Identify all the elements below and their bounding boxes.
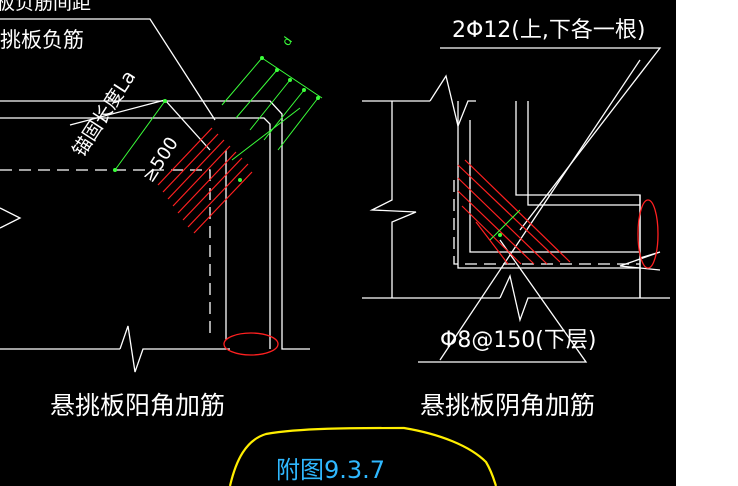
caption-right-detail: 悬挑板阴角加筋 (420, 391, 596, 420)
left-dashed-boundary (0, 169, 211, 340)
left-leader-line (0, 18, 216, 121)
right-left-break (369, 101, 417, 298)
right-bottom-break (499, 273, 670, 323)
right-leader-bottom (418, 239, 588, 363)
left-corner-rebars (157, 127, 253, 234)
right-top-break (429, 74, 476, 129)
dimension-lines (114, 57, 521, 241)
right-column-mark (637, 199, 659, 269)
right-inner-corner (469, 120, 640, 253)
label-top-line2: 挑板负筋 (0, 28, 84, 52)
left-break-line-side (0, 207, 22, 229)
drawing-lines (0, 18, 670, 486)
left-column-mark (223, 332, 279, 356)
right-notch-inner (527, 101, 640, 206)
label-right-bottom-bar: Φ8@150(下层) (440, 328, 597, 353)
right-leader-diag (439, 59, 641, 361)
right-leader-top (440, 47, 662, 231)
left-slab-inner-edge (0, 117, 271, 349)
label-top-line1: 板负筋间距 (0, 0, 92, 14)
cad-viewport: 板负筋间距 挑板负筋 锚固长度La ≥500 d 2Φ12(上,下各一根) Φ8… (0, 0, 676, 486)
dimension-ticks (113, 56, 502, 237)
right-slab-outline (457, 101, 640, 269)
left-break-line-bottom (119, 325, 230, 373)
right-dashed-boundary (453, 180, 640, 265)
label-right-top-bar: 2Φ12(上,下各一根) (452, 18, 646, 43)
figure-reference: 附图9.3.7 (276, 456, 386, 484)
right-break-right (619, 251, 661, 271)
left-slab-outer-edge (0, 100, 310, 350)
revision-cloud (228, 426, 498, 486)
caption-left-detail: 悬挑板阳角加筋 (50, 391, 226, 420)
right-corner-rebars (457, 159, 571, 265)
